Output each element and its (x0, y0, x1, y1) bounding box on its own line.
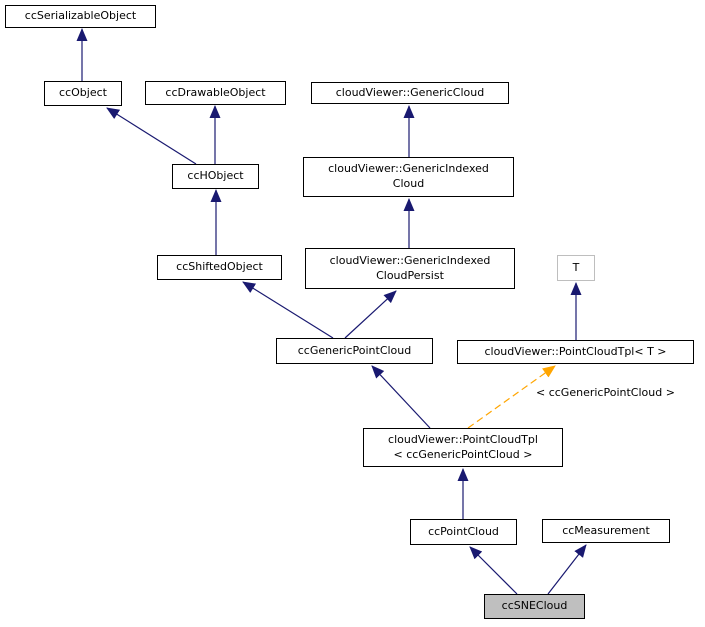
node-ccHObject[interactable]: ccHObject (172, 164, 259, 189)
node-ccSNECloud: ccSNECloud (484, 594, 585, 619)
edge-pointCloudTplGeneric-to-pointCloudTplT-template (467, 365, 556, 429)
node-ccPointCloud[interactable]: ccPointCloud (410, 519, 517, 545)
node-genericCloud[interactable]: cloudViewer::GenericCloud (311, 82, 509, 104)
node-ccSerializableObject[interactable]: ccSerializableObject (5, 5, 156, 28)
template-instantiation-label: < ccGenericPointCloud > (536, 386, 675, 399)
edge-pointCloudTplGeneric-to-ccGenericPointCloud (371, 365, 431, 429)
node-genericIndexedCloud[interactable]: cloudViewer::GenericIndexed Cloud (303, 157, 514, 197)
edge-ccGenericPointCloud-to-ccShiftedObject (242, 281, 334, 339)
node-ccMeasurement[interactable]: ccMeasurement (542, 519, 670, 543)
node-ccGenericPointCloud[interactable]: ccGenericPointCloud (276, 338, 433, 364)
edge-ccGenericPointCloud-to-genericIndexedCloudPersist (344, 290, 397, 339)
node-pointCloudTplGeneric[interactable]: cloudViewer::PointCloudTpl < ccGenericPo… (363, 428, 563, 467)
edge-ccHObject-to-ccObject (106, 107, 197, 165)
node-pointCloudTplT[interactable]: cloudViewer::PointCloudTpl< T > (457, 340, 694, 364)
edge-ccSNECloud-to-ccPointCloud (469, 546, 518, 595)
node-genericIndexedCloudPersist[interactable]: cloudViewer::GenericIndexed CloudPersist (305, 248, 515, 289)
node-ccDrawableObject[interactable]: ccDrawableObject (145, 81, 286, 105)
node-ccObject[interactable]: ccObject (44, 81, 122, 106)
node-template-param-T: T (557, 255, 595, 281)
edge-ccSNECloud-to-ccMeasurement (547, 544, 587, 595)
node-ccShiftedObject[interactable]: ccShiftedObject (157, 255, 282, 280)
